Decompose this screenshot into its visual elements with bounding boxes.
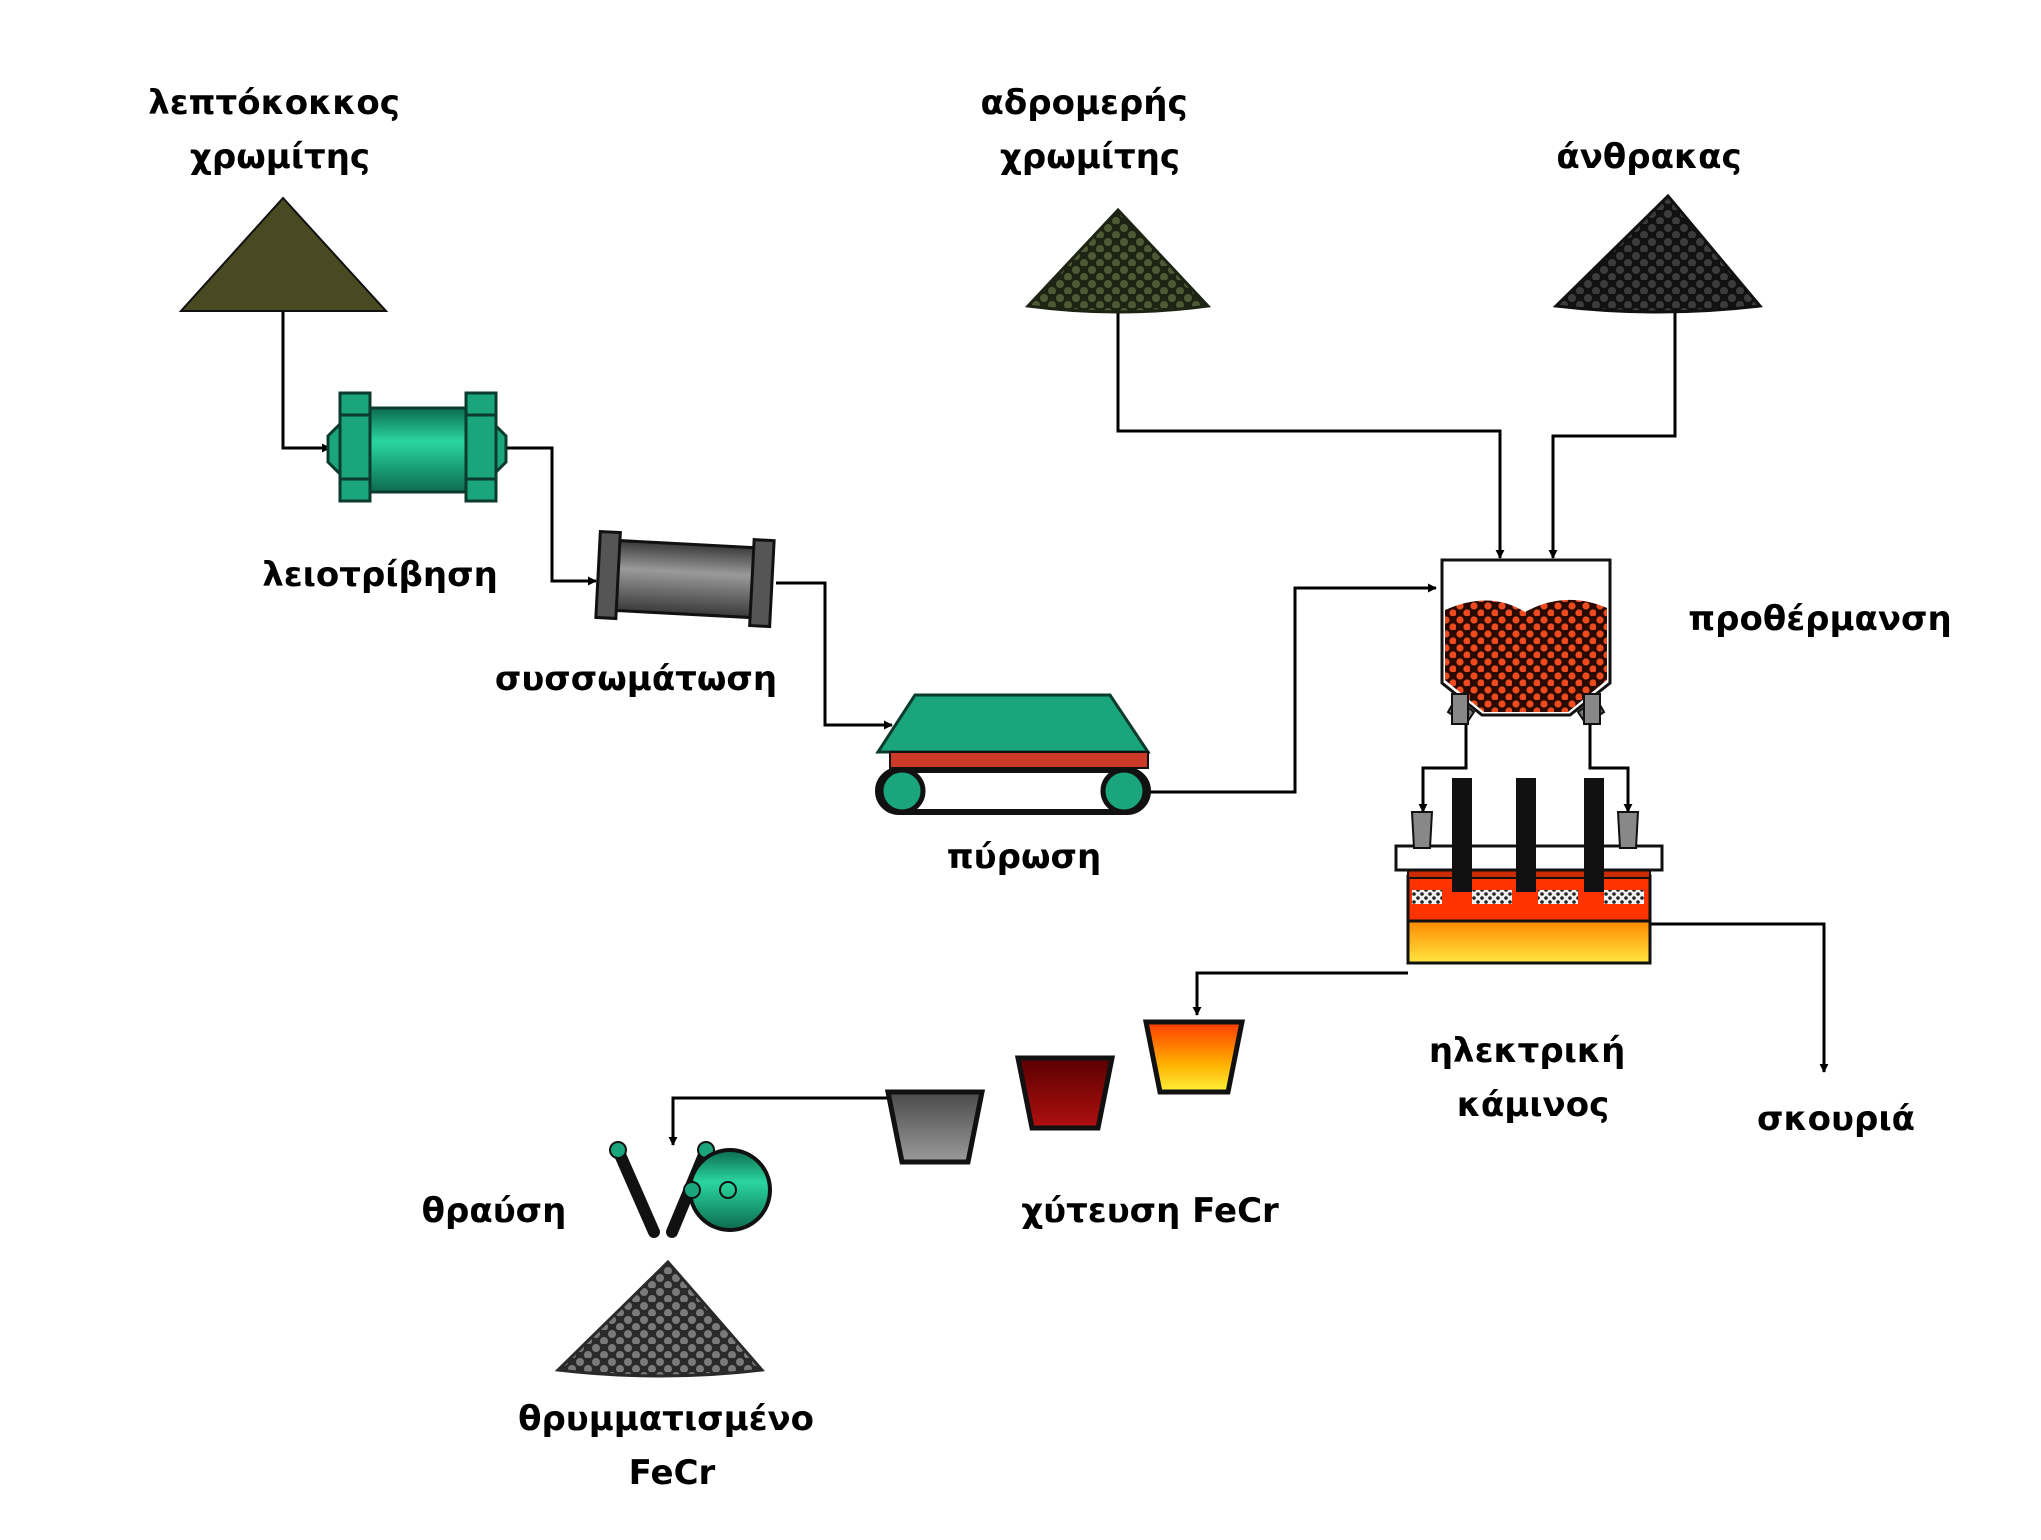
label-furnace-line2: κάμινος	[1457, 1085, 1609, 1125]
grinding-mill-icon	[326, 391, 508, 503]
flow-furnace-to-casting	[1192, 971, 1408, 1016]
label-crushing: θραύση	[422, 1191, 567, 1231]
electric-furnace-icon	[1394, 778, 1664, 965]
flow-casting-to-crushing	[668, 1096, 888, 1146]
label-lumpy-chromite-line1: αδρομερής	[981, 83, 1188, 123]
preheater-icon	[1440, 558, 1612, 726]
label-preheating: προθέρμανση	[1688, 599, 1951, 639]
flow-coal-to-preheating	[1548, 300, 1677, 559]
label-electric-furnace: ηλεκτρική κάμινος	[1429, 1031, 1637, 1125]
label-coal: άνθρακας	[1556, 137, 1741, 177]
ladle-molten-icon	[1142, 1019, 1246, 1095]
crushed-fecr-pile	[554, 1259, 765, 1378]
label-crushed-fecr-line2: FeCr	[629, 1453, 716, 1493]
sintering-machine-icon	[875, 693, 1151, 815]
label-crushed-fecr-line1: θρυμματισμένο	[518, 1399, 814, 1439]
flow-fine-chromite-to-grinding	[281, 310, 331, 453]
flow-lines	[281, 300, 1829, 1146]
label-furnace-line1: ηλεκτρική	[1429, 1031, 1625, 1071]
flow-sintering-to-preheating	[1148, 583, 1437, 794]
ladle-cooling-icon	[1014, 1055, 1116, 1131]
label-lumpy-chromite: αδρομερής χρωμίτης	[981, 83, 1200, 177]
flow-preheater-to-furnace-right	[1588, 720, 1633, 813]
lumpy-chromite-pile	[1024, 207, 1212, 314]
label-crushed-fecr: θρυμματισμένο FeCr	[518, 1399, 826, 1493]
agglomeration-drum-icon	[594, 529, 776, 629]
fine-chromite-pile	[178, 196, 389, 312]
label-fine-chromite: λεπτόκοκκος χρωμίτης	[148, 83, 412, 177]
label-slag: σκουριά	[1757, 1099, 1915, 1139]
label-sintering: πύρωση	[947, 837, 1101, 877]
label-grinding: λειοτρίβηση	[262, 555, 498, 595]
coal-pile	[1552, 193, 1763, 314]
crusher-icon	[609, 1141, 772, 1238]
label-fine-chromite-line2: χρωμίτης	[190, 137, 370, 177]
label-lumpy-chromite-line2: χρωμίτης	[1000, 137, 1180, 177]
label-agglomeration: συσσωμάτωση	[495, 659, 777, 699]
flow-agglomeration-to-sintering	[776, 581, 893, 730]
label-fine-chromite-line1: λεπτόκοκκος	[148, 83, 400, 123]
flow-preheater-to-furnace-left	[1418, 720, 1468, 813]
flow-grinding-to-agglomeration	[507, 446, 597, 586]
flow-furnace-to-slag	[1650, 922, 1829, 1073]
flow-lumpy-chromite-to-preheating	[1116, 300, 1505, 559]
ladle-solidified-icon	[884, 1089, 986, 1165]
label-casting: χύτευση FeCr	[1021, 1191, 1279, 1231]
